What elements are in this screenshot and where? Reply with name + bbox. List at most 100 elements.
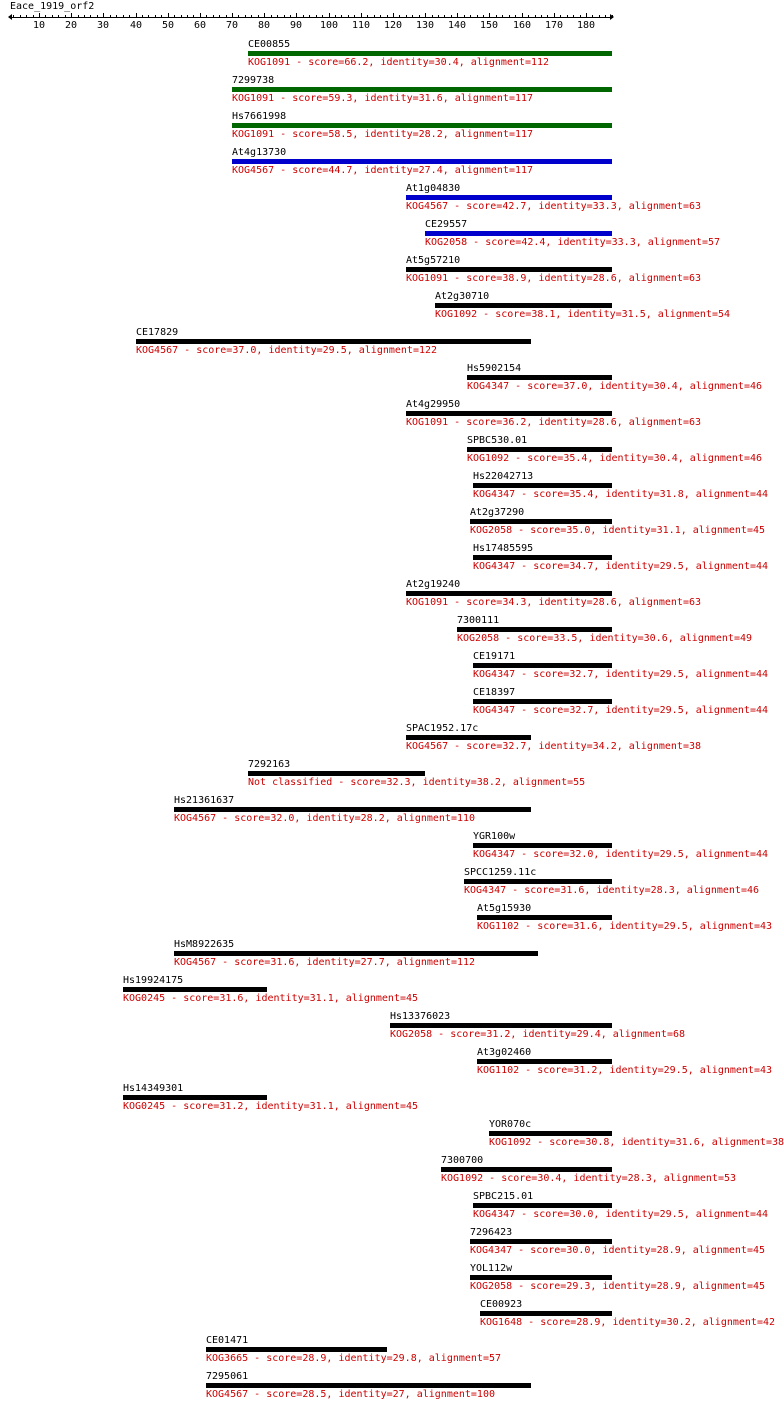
- hit-name[interactable]: Hs21361637: [174, 795, 235, 806]
- hit-name[interactable]: Hs22042713: [473, 471, 534, 482]
- axis-tick-label: 160: [513, 20, 532, 31]
- axis-tick: [309, 15, 310, 18]
- hit-bar[interactable]: [457, 627, 612, 632]
- hit-name[interactable]: YGR100w: [473, 831, 516, 842]
- hit-name[interactable]: At1g04830: [406, 183, 461, 194]
- hit-bar[interactable]: [467, 375, 612, 380]
- hit-name[interactable]: SPCC1259.11c: [464, 867, 537, 878]
- hit-bar[interactable]: [470, 1275, 612, 1280]
- axis-tick: [33, 15, 34, 18]
- hit-name[interactable]: 7300111: [457, 615, 500, 626]
- axis-tick: [168, 13, 169, 18]
- axis-tick: [148, 15, 149, 18]
- hit-name[interactable]: SPBC530.01: [467, 435, 528, 446]
- axis-tick: [580, 15, 581, 18]
- hit-bar[interactable]: [435, 303, 612, 308]
- hit-bar[interactable]: [406, 195, 612, 200]
- hit-name[interactable]: 7299738: [232, 75, 275, 86]
- hit-bar[interactable]: [467, 447, 612, 452]
- hit-name[interactable]: CE19171: [473, 651, 516, 662]
- axis-tick-label: 120: [384, 20, 403, 31]
- hit-name[interactable]: At2g30710: [435, 291, 490, 302]
- hit-name[interactable]: 7300700: [441, 1155, 484, 1166]
- hit-name[interactable]: 7296423: [470, 1227, 513, 1238]
- hit-name[interactable]: Hs7661998: [232, 111, 287, 122]
- hit-name[interactable]: CE00855: [248, 39, 291, 50]
- axis-tick: [90, 15, 91, 18]
- hit-bar[interactable]: [206, 1347, 387, 1352]
- hit-bar[interactable]: [123, 1095, 267, 1100]
- axis-tick: [535, 15, 536, 18]
- hit-name[interactable]: CE00923: [480, 1299, 523, 1310]
- hit-bar[interactable]: [136, 339, 531, 344]
- hit-bar[interactable]: [248, 51, 612, 56]
- axis-tick: [354, 15, 355, 18]
- hit-bar[interactable]: [406, 411, 612, 416]
- hit-bar[interactable]: [477, 1059, 612, 1064]
- hit-bar[interactable]: [123, 987, 267, 992]
- axis-tick: [20, 15, 21, 18]
- hit-description: KOG4567 - score=44.7, identity=27.4, ali…: [232, 165, 534, 176]
- hit-name[interactable]: SPAC1952.17c: [406, 723, 479, 734]
- hit-name[interactable]: YOR070c: [489, 1119, 532, 1130]
- axis-tick: [84, 15, 85, 18]
- hit-bar[interactable]: [406, 735, 531, 740]
- hit-bar[interactable]: [232, 87, 612, 92]
- hit-name[interactable]: CE01471: [206, 1335, 249, 1346]
- hit-description: Not classified - score=32.3, identity=38…: [248, 777, 586, 788]
- hit-name[interactable]: At2g19240: [406, 579, 461, 590]
- hit-name[interactable]: CE29557: [425, 219, 468, 230]
- hit-bar[interactable]: [470, 519, 612, 524]
- axis-tick: [13, 15, 14, 18]
- hit-name[interactable]: YOL112w: [470, 1263, 513, 1274]
- hit-description: KOG2058 - score=29.3, identity=28.9, ali…: [470, 1281, 766, 1292]
- hit-name[interactable]: At4g29950: [406, 399, 461, 410]
- hit-name[interactable]: HsM8922635: [174, 939, 235, 950]
- hit-bar[interactable]: [406, 591, 612, 596]
- axis-tick: [97, 15, 98, 18]
- hit-bar[interactable]: [248, 771, 425, 776]
- hit-bar[interactable]: [489, 1131, 612, 1136]
- hit-name[interactable]: Hs14349301: [123, 1083, 184, 1094]
- axis-tick: [65, 15, 66, 18]
- hit-bar[interactable]: [232, 123, 612, 128]
- hit-bar[interactable]: [464, 879, 612, 884]
- hit-name[interactable]: 7295061: [206, 1371, 249, 1382]
- hit-name[interactable]: Hs13376023: [390, 1011, 451, 1022]
- axis-tick-label: 60: [194, 20, 207, 31]
- hit-name[interactable]: 7292163: [248, 759, 291, 770]
- hit-name[interactable]: At4g13730: [232, 147, 287, 158]
- axis-tick: [419, 15, 420, 18]
- axis-tick: [303, 15, 304, 18]
- axis-tick: [547, 15, 548, 18]
- hit-bar[interactable]: [473, 843, 612, 848]
- hit-bar[interactable]: [473, 483, 612, 488]
- hit-bar[interactable]: [477, 915, 612, 920]
- hit-bar[interactable]: [406, 267, 612, 272]
- axis-tick: [58, 15, 59, 18]
- hit-bar[interactable]: [232, 159, 612, 164]
- hit-bar[interactable]: [473, 555, 612, 560]
- hit-name[interactable]: At3g02460: [477, 1047, 532, 1058]
- hit-bar[interactable]: [473, 663, 612, 668]
- hit-bar[interactable]: [174, 807, 531, 812]
- hit-bar[interactable]: [473, 699, 612, 704]
- hit-bar[interactable]: [174, 951, 538, 956]
- hit-bar[interactable]: [206, 1383, 531, 1388]
- hit-name[interactable]: CE17829: [136, 327, 179, 338]
- hit-bar[interactable]: [390, 1023, 612, 1028]
- hit-name[interactable]: At5g15930: [477, 903, 532, 914]
- hit-name[interactable]: Hs19924175: [123, 975, 184, 986]
- hit-bar[interactable]: [425, 231, 612, 236]
- hit-name[interactable]: SPBC215.01: [473, 1191, 534, 1202]
- hit-name[interactable]: At5g57210: [406, 255, 461, 266]
- hit-bar[interactable]: [480, 1311, 612, 1316]
- hit-name[interactable]: CE18397: [473, 687, 516, 698]
- hit-bar[interactable]: [470, 1239, 612, 1244]
- hit-bar[interactable]: [473, 1203, 612, 1208]
- hit-name[interactable]: Hs17485595: [473, 543, 534, 554]
- hit-name[interactable]: At2g37290: [470, 507, 525, 518]
- hit-name[interactable]: Hs5902154: [467, 363, 522, 374]
- axis-tick: [206, 15, 207, 18]
- hit-bar[interactable]: [441, 1167, 612, 1172]
